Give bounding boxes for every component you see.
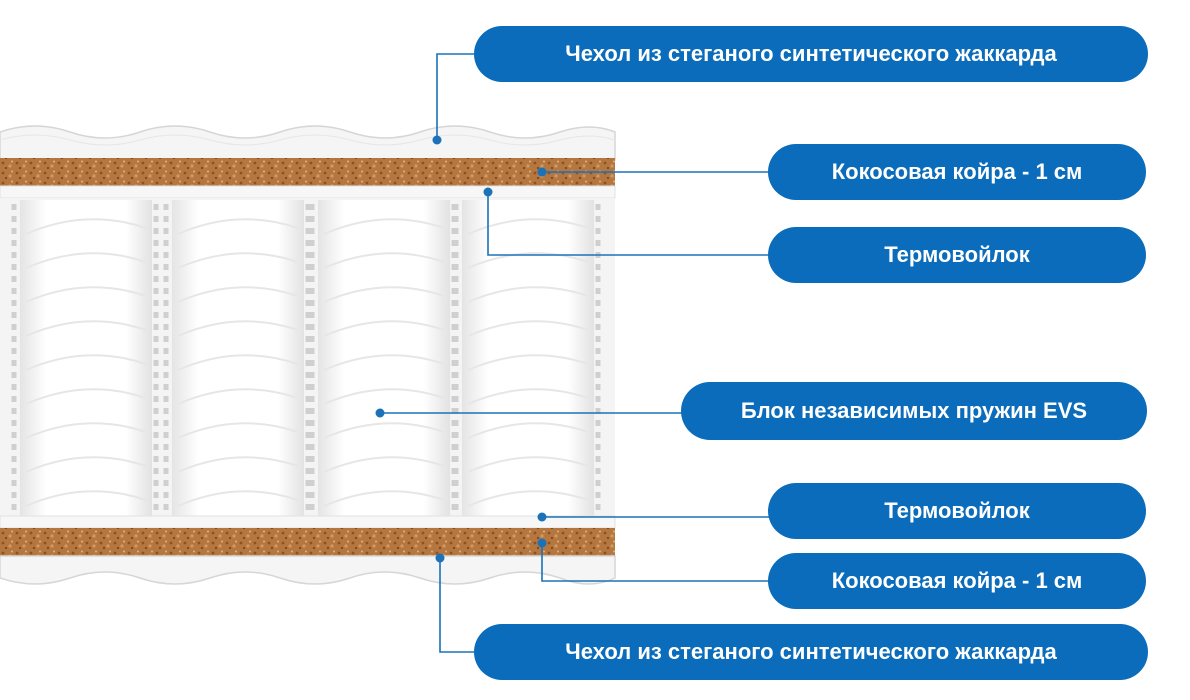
spring-coil bbox=[25, 252, 147, 269]
spring-coil bbox=[323, 286, 445, 303]
spring-pocket bbox=[20, 200, 152, 516]
leader-cover-bottom bbox=[439, 558, 476, 653]
spring-coil bbox=[323, 218, 445, 235]
spring-coil bbox=[467, 388, 589, 405]
spring-coil bbox=[177, 422, 299, 439]
spring-coil bbox=[467, 490, 589, 507]
bottom-cover-layer bbox=[0, 555, 616, 585]
spring-coil bbox=[177, 320, 299, 337]
label-felt-bottom: Термовойлок bbox=[768, 483, 1146, 539]
spring-pockets bbox=[11, 200, 601, 516]
spring-coil bbox=[177, 354, 299, 371]
spring-coil bbox=[25, 388, 147, 405]
label-springs: Блок независимых пружин EVS bbox=[681, 382, 1147, 440]
spring-coil bbox=[177, 218, 299, 235]
marker-cover-top bbox=[432, 135, 442, 145]
bottom-coir-layer bbox=[0, 528, 615, 556]
spring-coil bbox=[323, 388, 445, 405]
spring-coil bbox=[323, 422, 445, 439]
leader-coir-bottom bbox=[541, 543, 770, 582]
spring-coil bbox=[323, 320, 445, 337]
top-cover-layer bbox=[0, 125, 616, 161]
spring-coil bbox=[323, 490, 445, 507]
spring-coil bbox=[467, 422, 589, 439]
marker-coir-top bbox=[537, 167, 547, 177]
spring-coil bbox=[467, 218, 589, 235]
spring-coil bbox=[467, 320, 589, 337]
label-coir-top: Кокосовая койра - 1 см bbox=[768, 144, 1146, 200]
spring-coil bbox=[323, 456, 445, 473]
marker-coir-bottom bbox=[537, 538, 547, 548]
spring-coil bbox=[177, 456, 299, 473]
top-coir-layer bbox=[0, 158, 615, 186]
marker-cover-bottom bbox=[435, 553, 445, 563]
spring-coil bbox=[467, 354, 589, 371]
spring-pocket bbox=[462, 200, 594, 516]
spring-coil bbox=[25, 354, 147, 371]
marker-felt-top bbox=[483, 187, 493, 197]
label-felt-top: Термовойлок bbox=[768, 227, 1146, 283]
spring-coil bbox=[177, 252, 299, 269]
spring-coil bbox=[25, 218, 147, 235]
spring-coil bbox=[177, 388, 299, 405]
spring-coil bbox=[177, 490, 299, 507]
marker-felt-bottom bbox=[537, 512, 547, 522]
spring-coil bbox=[177, 286, 299, 303]
top-felt-layer bbox=[0, 185, 616, 199]
spring-coil bbox=[467, 456, 589, 473]
spring-coil bbox=[25, 456, 147, 473]
label-cover-top: Чехол из стеганого синтетического жаккар… bbox=[474, 26, 1148, 82]
spring-coil bbox=[25, 286, 147, 303]
spring-coil bbox=[323, 354, 445, 371]
spring-coil bbox=[25, 320, 147, 337]
spring-coil bbox=[323, 252, 445, 269]
spring-coil bbox=[25, 422, 147, 439]
spring-pocket bbox=[318, 200, 450, 516]
spring-coil bbox=[467, 252, 589, 269]
bottom-felt-layer bbox=[0, 515, 616, 529]
spring-coil bbox=[467, 286, 589, 303]
leader-felt-top bbox=[487, 192, 770, 256]
label-coir-bottom: Кокосовая койра - 1 см bbox=[768, 553, 1146, 609]
leader-cover-top bbox=[436, 53, 476, 140]
marker-springs bbox=[375, 408, 385, 418]
label-cover-bottom: Чехол из стеганого синтетического жаккар… bbox=[474, 624, 1148, 680]
spring-pocket bbox=[172, 200, 304, 516]
spring-coil bbox=[25, 490, 147, 507]
